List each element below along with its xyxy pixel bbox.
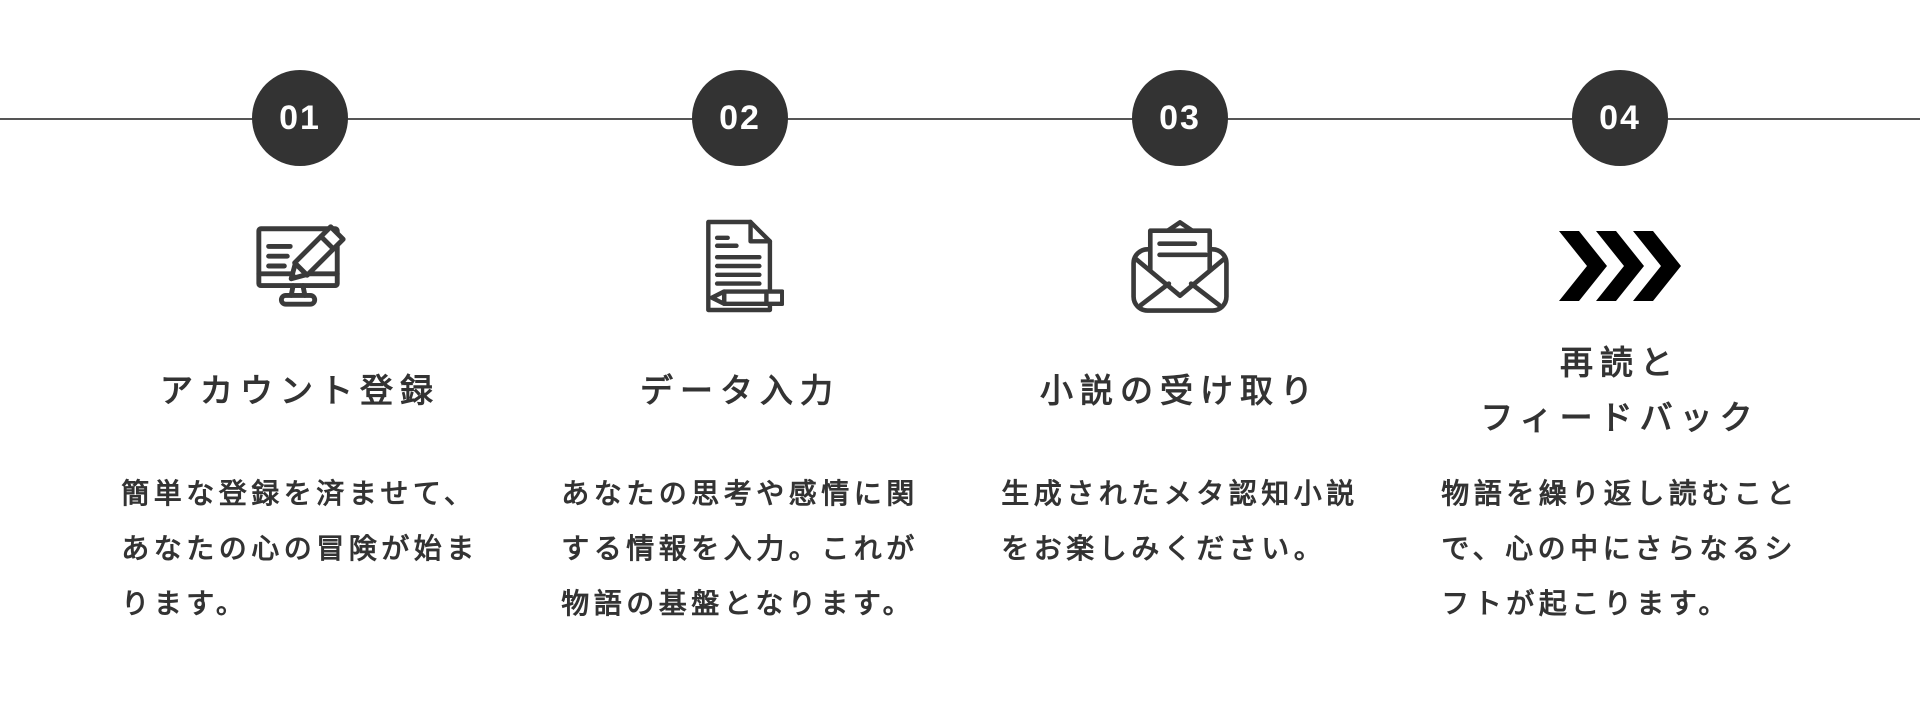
step-data-input: 02 データ入力 あなたの思考や感情に関 する情報を入力。これが 物語の基盤とな…: [520, 0, 960, 631]
step-number: 03: [1159, 98, 1201, 137]
monitor-pencil-icon: [251, 214, 349, 318]
step-description: あなたの思考や感情に関 する情報を入力。これが 物語の基盤となります。: [561, 478, 919, 619]
step-title: 小説の受け取り: [1040, 371, 1320, 409]
step-number: 04: [1599, 98, 1641, 137]
step-number-badge: 03: [1132, 70, 1228, 166]
step-account-registration: 01 アカウント登録 簡単な登録を済ませて、 あなたの心の冒険が始ま ります: [80, 0, 520, 631]
step-title: データ入力: [640, 371, 840, 409]
step-reread-feedback: 04 再読と フィードバック 物語を繰り返し読むこと で、心の中にさらなるシ フ…: [1400, 0, 1840, 631]
step-number-badge: 02: [692, 70, 788, 166]
step-title: 再読と フィードバック: [1480, 344, 1760, 436]
steps-container: 01 アカウント登録 簡単な登録を済ませて、 あなたの心の冒険が始ま ります: [80, 0, 1840, 631]
timeline-line: [0, 118, 1920, 120]
step-description: 簡単な登録を済ませて、 あなたの心の冒険が始ま ります。: [121, 478, 479, 619]
step-description: 生成されたメタ認知小説 をお楽しみください。: [1001, 478, 1359, 564]
step-title: アカウント登録: [160, 371, 440, 409]
open-envelope-icon: [1128, 214, 1232, 318]
step-number-badge: 01: [252, 70, 348, 166]
triple-chevron-icon: [1559, 214, 1681, 318]
step-number-badge: 04: [1572, 70, 1668, 166]
step-description: 物語を繰り返し読むこと で、心の中にさらなるシ フトが起こります。: [1441, 478, 1799, 619]
step-number: 02: [719, 98, 761, 137]
step-number: 01: [279, 98, 321, 137]
step-receive-novel: 03 小説の受け取り 生成されたメタ認知小説 をお楽しみください。: [960, 0, 1400, 631]
document-pen-icon: [696, 214, 784, 318]
